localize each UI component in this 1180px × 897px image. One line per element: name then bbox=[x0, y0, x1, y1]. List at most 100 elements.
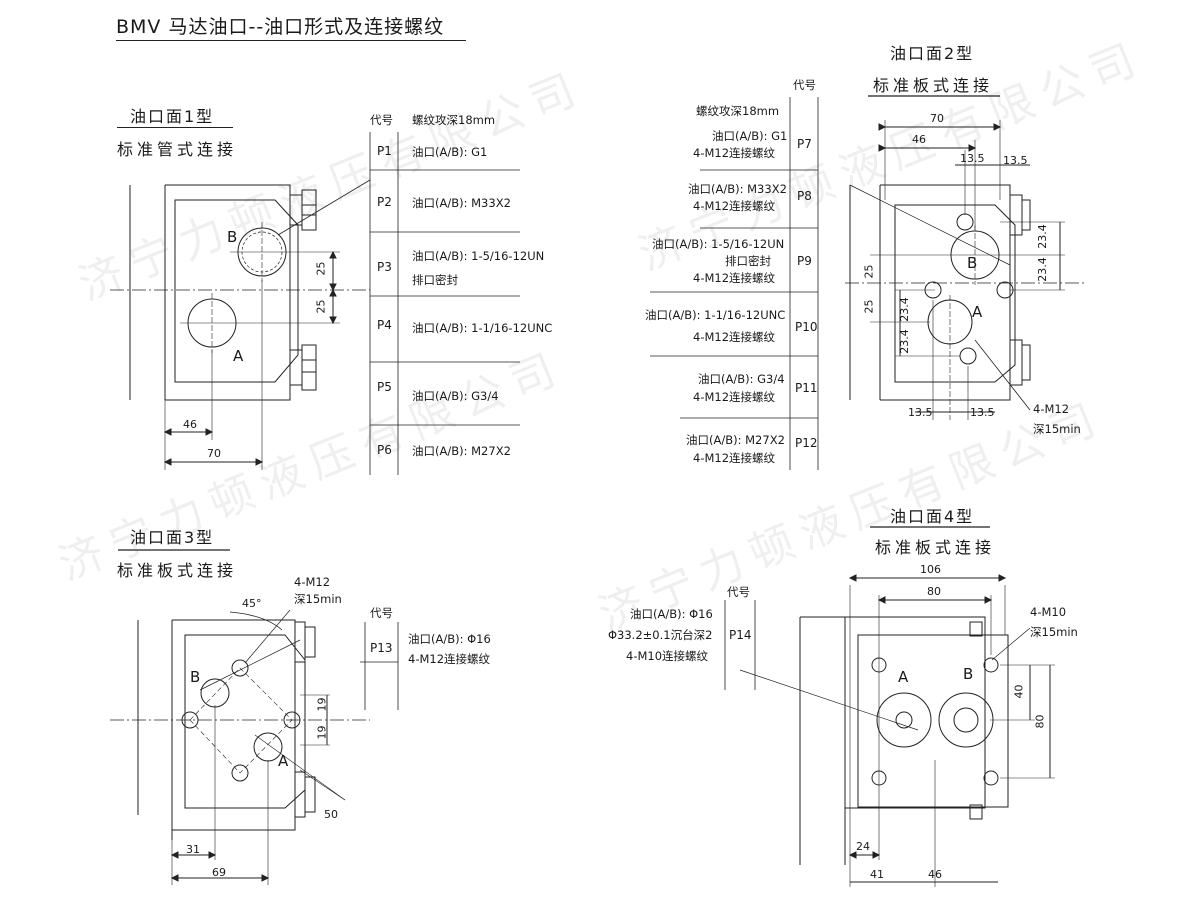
port3-dim-69: 69 bbox=[212, 866, 226, 879]
port1-drawing bbox=[110, 179, 371, 470]
port2-row-code: P9 bbox=[797, 254, 812, 268]
port1-heading-underline bbox=[117, 127, 233, 128]
port4-label-a: A bbox=[898, 668, 909, 686]
port1-row-spec: 油口(A/B): G3/4 bbox=[412, 389, 499, 403]
port2-dim-13-5: 13.5 bbox=[970, 406, 995, 419]
port2-subheading: 标准板式连接 bbox=[873, 76, 994, 95]
port2-dim-70: 70 bbox=[930, 112, 944, 125]
port2-table bbox=[650, 95, 1000, 470]
port2-dim-25: 25 bbox=[862, 264, 876, 279]
port2-row-spec: 油口(A/B): 1-1/16-12UNC bbox=[645, 308, 786, 322]
port2-dim-23-4: 23.4 bbox=[897, 297, 911, 322]
port1-row-spec: 油口(A/B): G1 bbox=[412, 145, 488, 159]
page-title: BMV 马达油口--油口形式及连接螺纹 bbox=[116, 16, 445, 38]
port4-dim-41: 41 bbox=[870, 868, 884, 881]
port1-row-code: P2 bbox=[377, 195, 392, 209]
port4-drawing bbox=[739, 574, 1055, 887]
port2-row-spec: 4-M12连接螺纹 bbox=[693, 451, 776, 465]
port3-row-spec: 4-M12连接螺纹 bbox=[408, 652, 491, 666]
port1-row-code: P5 bbox=[377, 380, 392, 394]
port3-subheading: 标准板式连接 bbox=[117, 561, 238, 580]
port2-dim-23-4: 23.4 bbox=[897, 329, 911, 354]
port4-row-code: P14 bbox=[729, 628, 752, 642]
port4-dim-46: 46 bbox=[928, 868, 942, 881]
port2-label-a: A bbox=[972, 303, 983, 321]
port2-row-spec: 油口(A/B): G3/4 bbox=[698, 372, 785, 386]
port4-dim-24: 24 bbox=[856, 840, 870, 853]
port2-dim-23-4: 23.4 bbox=[1035, 224, 1049, 249]
port3-dim-50: 50 bbox=[324, 808, 338, 821]
port1-dim-25-upper: 25 bbox=[314, 261, 328, 276]
port4-label-b: B bbox=[963, 665, 974, 683]
port1-row-spec: 油口(A/B): M33X2 bbox=[412, 196, 511, 210]
port2-heading: 油口面2型 bbox=[890, 44, 975, 63]
port3-label-b: B bbox=[190, 668, 201, 686]
port2-dim-23-4: 23.4 bbox=[1035, 257, 1049, 282]
port3-callout-thread: 4-M12 bbox=[294, 575, 331, 589]
port3-table bbox=[118, 549, 399, 710]
port1-dim-25-lower: 25 bbox=[314, 299, 328, 314]
port1-subheading: 标准管式连接 bbox=[117, 140, 238, 159]
port1-table-note-header: 螺纹攻深18mm bbox=[412, 113, 496, 127]
port1-label-b: B bbox=[227, 228, 238, 246]
port2-dim-46: 46 bbox=[912, 133, 926, 146]
port4-dim-80: 80 bbox=[927, 585, 941, 598]
port2-row-spec: 油口(A/B): M27X2 bbox=[686, 433, 785, 447]
port2-row-spec: 4-M12连接螺纹 bbox=[693, 271, 776, 285]
port1-row-code: P3 bbox=[377, 260, 392, 274]
port3-row-code: P13 bbox=[370, 641, 393, 655]
port1-row-code: P6 bbox=[377, 443, 392, 457]
port3-row-spec: 油口(A/B): Φ16 bbox=[408, 632, 491, 646]
port3-drawing bbox=[110, 609, 370, 885]
port2-row-code: P10 bbox=[795, 320, 818, 334]
port2-row-spec: 油口(A/B): M33X2 bbox=[688, 182, 787, 196]
title-underline bbox=[116, 40, 466, 41]
port1-row-spec: 油口(A/B): M27X2 bbox=[412, 444, 511, 458]
port1-dim-70: 70 bbox=[207, 447, 221, 460]
port1-table bbox=[369, 132, 520, 475]
port1-heading: 油口面1型 bbox=[130, 107, 215, 126]
port4-dim-40: 40 bbox=[1012, 684, 1026, 699]
port2-table-code-header: 代号 bbox=[793, 78, 816, 92]
port1-row-spec: 排口密封 bbox=[412, 273, 458, 287]
port4-callout-thread: 4-M10 bbox=[1030, 605, 1067, 619]
port1-label-a: A bbox=[233, 347, 244, 365]
port3-table-code-header: 代号 bbox=[370, 606, 393, 620]
port2-callout-thread: 4-M12 bbox=[1033, 402, 1070, 416]
port3-angle: 45° bbox=[242, 597, 262, 610]
port4-dim-80-vertical: 80 bbox=[1033, 714, 1047, 729]
port1-table-code-header: 代号 bbox=[370, 113, 393, 127]
port2-dim-13-5: 13.5 bbox=[1003, 154, 1028, 167]
port1-row-code: P4 bbox=[377, 318, 392, 332]
port4-table bbox=[724, 526, 990, 690]
port1-dim-46: 46 bbox=[183, 418, 197, 431]
port2-row-spec: 油口(A/B): G1 bbox=[712, 129, 788, 143]
port2-table-note-header: 螺纹攻深18mm bbox=[696, 104, 780, 118]
port4-callout-depth: 深15min bbox=[1030, 625, 1078, 639]
port2-row-code: P12 bbox=[795, 436, 818, 450]
port2-callout-depth: 深15min bbox=[1033, 422, 1081, 436]
port2-row-spec: 4-M12连接螺纹 bbox=[693, 146, 776, 160]
port2-row-code: P11 bbox=[795, 381, 818, 395]
port4-heading: 油口面4型 bbox=[890, 507, 975, 526]
port1-row-spec: 油口(A/B): 1-1/16-12UNC bbox=[412, 321, 553, 335]
port2-row-spec: 4-M12连接螺纹 bbox=[693, 330, 776, 344]
port4-subheading: 标准板式连接 bbox=[875, 538, 996, 557]
port3-callout-depth: 深15min bbox=[294, 592, 342, 606]
port2-row-spec: 4-M12连接螺纹 bbox=[693, 199, 776, 213]
port3-heading: 油口面3型 bbox=[130, 528, 215, 547]
port2-row-spec: 油口(A/B): 1-5/16-12UN bbox=[652, 237, 785, 251]
port2-dim-13-5: 13.5 bbox=[960, 152, 985, 165]
port4-row-spec: Φ33.2±0.1沉台深2 bbox=[608, 628, 713, 642]
port2-label-b: B bbox=[967, 254, 978, 272]
port2-dim-25: 25 bbox=[862, 299, 876, 314]
port1-row-spec: 油口(A/B): 1-5/16-12UN bbox=[412, 249, 545, 263]
port4-row-spec: 4-M10连接螺纹 bbox=[626, 649, 709, 663]
port4-row-spec: 油口(A/B): Φ16 bbox=[630, 607, 713, 621]
port1-row-code: P1 bbox=[377, 144, 392, 158]
port3-dim-31: 31 bbox=[186, 843, 200, 856]
port3-dim-19: 19 bbox=[315, 725, 329, 740]
port2-dim-13-5: 13.5 bbox=[908, 406, 933, 419]
port2-row-spec: 4-M12连接螺纹 bbox=[693, 390, 776, 404]
